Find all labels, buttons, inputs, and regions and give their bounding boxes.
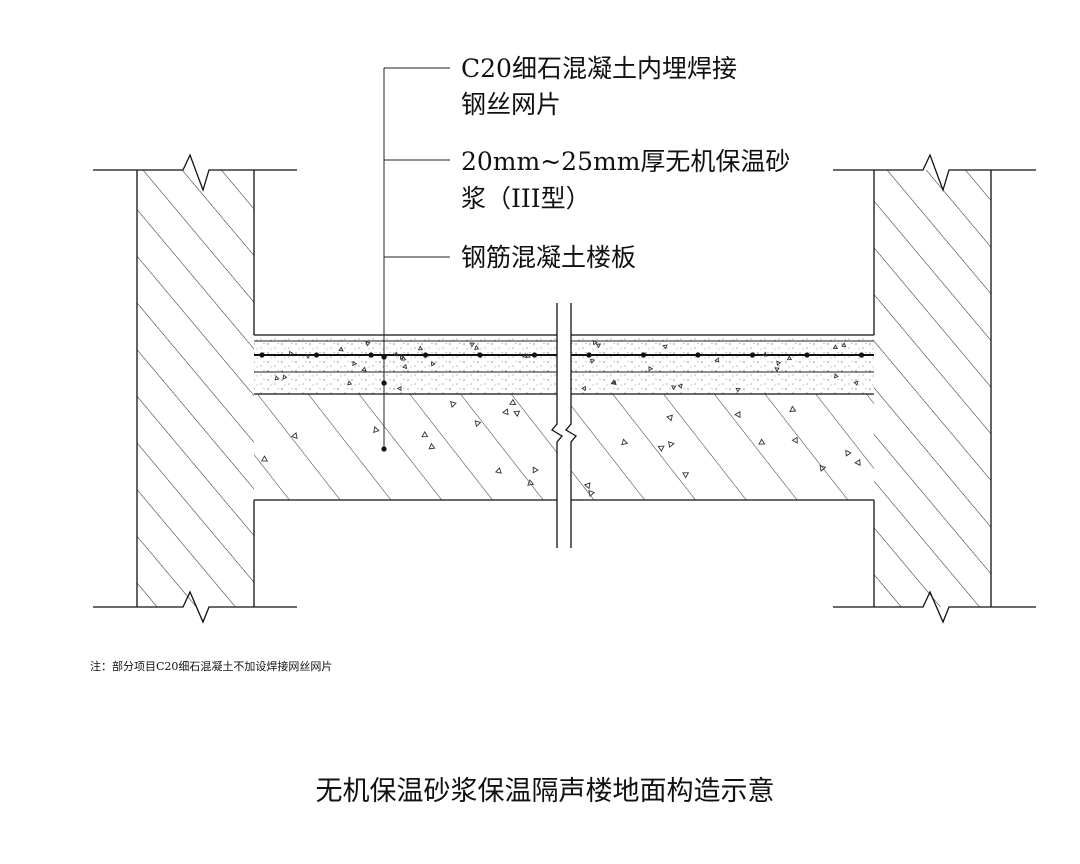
aggregate-mark <box>373 426 380 434</box>
mesh-dot <box>422 352 429 358</box>
aggregate-marks <box>260 340 861 497</box>
aggregate-mark <box>588 490 596 497</box>
aggregate-mark <box>509 398 517 405</box>
callout-insulation-mortar: 20mm~25mm厚无机保温砂 浆（III型） <box>461 147 790 213</box>
aggregate-mark <box>854 458 861 467</box>
aggregate-mark <box>522 352 528 358</box>
aggregate-mark <box>595 343 602 349</box>
aggregate-mark <box>513 410 521 418</box>
aggregate-mark <box>417 345 424 351</box>
aggregate-mark <box>260 455 269 462</box>
aggregate-mark <box>671 385 677 391</box>
callout-rc-slab: 钢筋混凝土楼板 <box>461 243 636 272</box>
aggregate-mark <box>401 355 407 361</box>
aggregate-mark <box>593 340 598 346</box>
aggregate-mark <box>611 380 617 386</box>
aggregate-mark <box>581 385 587 392</box>
aggregate-mark <box>396 385 402 392</box>
aggregate-mark <box>758 438 766 445</box>
aggregate-mark <box>469 342 475 348</box>
aggregate-mark <box>677 383 683 389</box>
aggregate-mark <box>291 432 298 440</box>
callout-c20-concrete: C20细石混凝土内埋焊接 钢丝网片 <box>461 54 737 119</box>
aggregate-mark <box>845 449 852 457</box>
mesh-dot <box>749 352 756 358</box>
aggregate-mark <box>819 464 827 472</box>
aggregate-mark <box>428 442 436 450</box>
mesh-dot <box>259 352 265 358</box>
aggregate-mark <box>421 431 429 438</box>
aggregate-mark <box>305 354 311 359</box>
aggregate-mark <box>833 373 839 379</box>
callout-3-line-1: 钢筋混凝土楼板 <box>461 243 636 272</box>
aggregate-mark <box>402 363 408 370</box>
aggregate-mark <box>288 350 294 357</box>
aggregate-mark <box>502 408 509 416</box>
mesh-dot <box>531 352 538 358</box>
aggregate-mark <box>338 346 344 352</box>
mesh-dot <box>804 352 810 358</box>
aggregate-mark <box>583 482 591 490</box>
aggregate-mark <box>532 466 539 474</box>
aggregate-mark <box>494 467 502 474</box>
aggregate-mark <box>762 351 768 357</box>
aggregate-mark <box>682 472 690 479</box>
aggregate-mark <box>621 438 629 446</box>
aggregate-mark <box>589 358 596 364</box>
slab-break-gap <box>551 303 577 548</box>
left-wall <box>93 153 297 624</box>
aggregate-mark <box>274 375 280 381</box>
aggregate-mark <box>474 344 480 350</box>
mesh-dot <box>313 352 320 358</box>
aggregate-mark <box>648 366 654 372</box>
mesh-dot <box>477 352 483 358</box>
aggregate-mark <box>776 360 782 366</box>
note-text: 注：部分项目C20细石混凝土不加设焊接网丝网片 <box>90 659 332 673</box>
aggregate-mark <box>853 380 859 386</box>
aggregate-mark <box>841 342 847 348</box>
aggregate-mark <box>474 420 482 428</box>
mesh-dot <box>695 352 701 358</box>
aggregate-mark <box>393 351 399 357</box>
callout-1-line-1: C20细石混凝土内埋焊接 <box>461 54 737 83</box>
aggregate-mark <box>714 357 720 363</box>
aggregate-mark <box>734 411 741 419</box>
leader-lines <box>381 67 450 452</box>
aggregate-mark <box>399 354 405 360</box>
aggregate-mark <box>791 436 798 444</box>
aggregate-mark <box>365 341 371 347</box>
aggregate-mark <box>431 361 436 367</box>
mesh-dot <box>858 352 865 358</box>
aggregate-mark <box>450 401 457 408</box>
drawing-title: 无机保温砂浆保温隔声楼地面构造示意 <box>316 776 775 807</box>
aggregate-mark <box>352 360 358 367</box>
callout-2-line-2: 浆（III型） <box>461 184 591 213</box>
aggregate-mark <box>525 353 531 358</box>
aggregate-mark <box>786 355 793 361</box>
aggregate-mark <box>789 405 797 413</box>
aggregate-mark <box>735 387 741 393</box>
aggregate-mark <box>347 380 353 386</box>
mesh-dot <box>586 352 592 358</box>
aggregate-mark <box>657 445 665 452</box>
callout-1-line-2: 钢丝网片 <box>461 90 561 119</box>
aggregate-mark <box>361 366 367 372</box>
aggregate-mark <box>282 374 288 380</box>
aggregate-mark <box>832 344 839 349</box>
aggregate-mark <box>774 367 780 373</box>
steel-mesh-dots <box>259 352 865 358</box>
aggregate-mark <box>662 344 668 350</box>
aggregate-mark <box>527 479 535 486</box>
callout-2-line-1: 20mm~25mm厚无机保温砂 <box>461 147 790 176</box>
mesh-dot <box>640 352 647 358</box>
aggregate-mark <box>668 441 675 449</box>
aggregate-mark <box>666 414 673 422</box>
right-wall <box>833 153 1036 624</box>
mesh-dot <box>368 352 374 358</box>
